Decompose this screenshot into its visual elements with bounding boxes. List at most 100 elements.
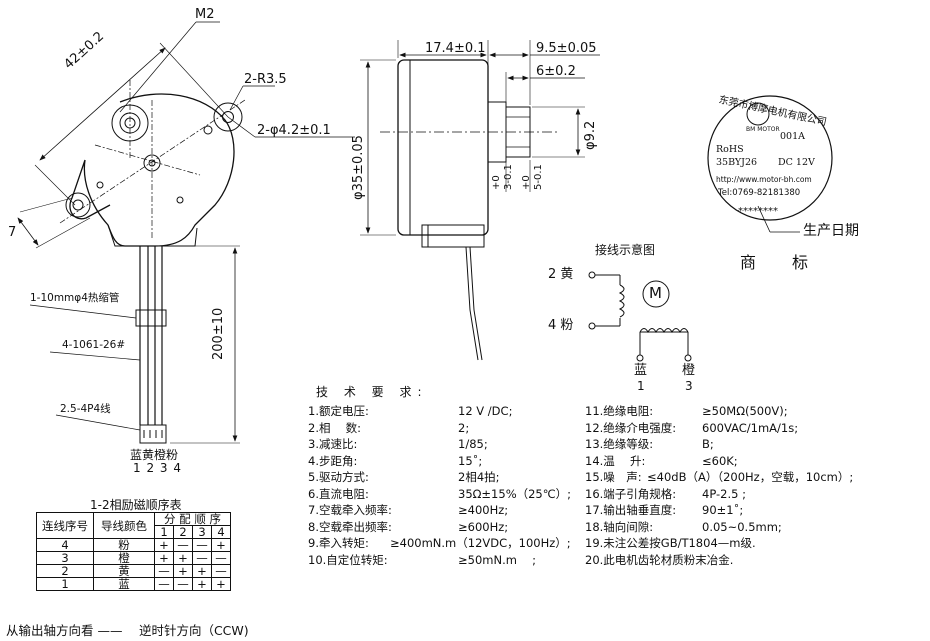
specs-title: 技 术 要 求: <box>316 385 428 399</box>
cell-state: — <box>173 538 193 552</box>
dim-174-label: 17.4±0.1 <box>425 41 486 56</box>
header-col: 2 <box>173 525 193 539</box>
spec-value: B; <box>702 437 714 451</box>
production-date-label: 生产日期 <box>803 223 859 239</box>
wiring-blue: 蓝 <box>634 363 648 378</box>
stamp-tel: Tel:0769-82181380 <box>718 188 801 198</box>
spec-label: 4.步距角: <box>308 453 358 468</box>
header-col: 3 <box>192 525 212 539</box>
spec-value: 15˚; <box>458 453 483 468</box>
spec-row: 12.绝缘介电强度: 600VAC/1mA/1s; <box>585 420 853 437</box>
specs-left: 1.额定电压: 12 V /DC; 2.相 数:2; 3.减速比: 1/85; 4.… <box>308 403 571 568</box>
cell-state: + <box>154 538 174 552</box>
heatshrink-label: 1-10mmφ4热缩管 <box>30 292 120 304</box>
spec-row: 13.绝缘等级:B; <box>585 436 853 453</box>
stamp-url: http://www.motor-bh.com <box>716 175 812 184</box>
wiring-yellow: 2 黄 <box>548 267 574 282</box>
cell-state: — <box>154 564 174 578</box>
dim-200-label: 200±10 <box>211 307 226 360</box>
lead-colors-label: 蓝黄橙粉 <box>130 448 179 462</box>
trademark-label: 商 标 <box>740 253 819 272</box>
trademark-stamp <box>707 95 833 233</box>
dim-6-label: 6±0.2 <box>536 64 576 79</box>
spec-label: 5.驱动方式: <box>308 470 369 484</box>
spec-value: ≥400mN.m（12VDC，100Hz）; <box>390 536 571 550</box>
cell-state: — <box>211 551 231 565</box>
spec-value: 4P-2.5 ; <box>702 486 746 501</box>
wiring-blue-num: 1 <box>637 379 645 393</box>
rotation-direction-note: 从输出轴方向看 —— 逆时针方向（CCW) <box>6 623 249 638</box>
spec-value: 2相4拍; <box>458 470 500 484</box>
spec-label: 11.绝缘电阻: <box>585 404 654 418</box>
spec-label: 18.轴向间隙: <box>585 519 654 534</box>
spec-row: 8.空载牵出频率:≥600Hz; <box>308 519 571 536</box>
spec-label: 20.此电机齿轮材质粉末冶金. <box>585 552 734 567</box>
stamp-serial: ******** <box>738 206 778 217</box>
dim-hole-label: 2-φ4.2±0.1 <box>257 123 331 138</box>
spec-label: 12.绝缘介电强度: <box>585 420 677 435</box>
spec-row: 18.轴向间隙: 0.05~0.5mm; <box>585 519 853 536</box>
spec-value: 2; <box>458 420 470 435</box>
spec-value: 0.05~0.5mm; <box>702 519 782 534</box>
spec-label: 17.输出轴垂直度: <box>585 503 677 517</box>
cell-seq: 2 <box>36 564 94 578</box>
spec-row: 20.此电机齿轮材质粉末冶金. <box>585 552 853 569</box>
spec-value: ≥400Hz; <box>458 503 509 517</box>
stamp-logo-sub: BM MOTOR <box>746 126 780 133</box>
cell-color: 粉 <box>93 538 155 552</box>
spec-row: 10.自定位转矩:≥50mN.m ; <box>308 552 571 569</box>
dim-92-label: φ9.2 <box>583 120 598 150</box>
header-col: 1 <box>154 525 174 539</box>
dim-m2-label: M2 <box>195 7 215 22</box>
spec-row: 15.噪 声:≤40dB（A）（200Hz，空载，10cm）; <box>585 469 853 486</box>
table-header-row: 1 2 3 4 <box>37 525 231 539</box>
cell-state: + <box>192 564 212 578</box>
dim-5-label: 5-0.1 <box>533 164 544 190</box>
spec-value: 1/85; <box>458 437 488 451</box>
header-order: 分 配 顺 序 <box>154 512 231 526</box>
side-view <box>360 40 600 361</box>
motor-symbol: M <box>649 284 662 302</box>
spec-label: 19.未注公差按GB/T1804—m级. <box>585 536 756 550</box>
spec-label: 1.额定电压: <box>308 404 369 418</box>
stamp-rohs: RoHS <box>716 144 744 155</box>
spec-row: 17.输出轴垂直度: 90±1˚; <box>585 502 853 519</box>
cell-color: 橙 <box>93 551 155 565</box>
table-header-row: 连线序号 导线颜色 分 配 顺 序 <box>36 512 231 539</box>
cell-color: 蓝 <box>93 577 155 591</box>
cell-state: — <box>173 577 193 591</box>
spec-label: 9.牵入转矩: <box>308 536 369 550</box>
spec-label: 16.端子引角规格: <box>585 486 677 501</box>
spec-row: 6.直流电阻: 35Ω±15%（25℃）; <box>308 486 571 503</box>
header-color: 导线颜色 <box>93 512 155 539</box>
stamp-model: 35BYJ26 <box>716 157 758 168</box>
spec-label: 6.直流电阻: <box>308 486 369 501</box>
wiring-pink: 4 粉 <box>548 318 574 333</box>
cell-state: + <box>211 538 231 552</box>
spec-row: 4.步距角: 15˚; <box>308 453 571 470</box>
spec-value: 90±1˚; <box>702 503 744 517</box>
cell-seq: 1 <box>36 577 94 591</box>
spec-row: 7.空载牵入频率:≥400Hz; <box>308 502 571 519</box>
spec-label: 3.减速比: <box>308 437 358 451</box>
wiring-diagram <box>588 271 692 362</box>
terminal-label: 4-1061-26# <box>62 339 126 351</box>
spec-value: 35Ω±15%（25℃）; <box>458 486 572 501</box>
spec-row: 16.端子引角规格: 4P-2.5 ; <box>585 486 853 503</box>
spec-label: 8.空载牵出频率: <box>308 519 392 534</box>
spec-value: 600VAC/1mA/1s; <box>702 420 799 435</box>
spec-value: 12 V /DC; <box>458 404 513 418</box>
dim-35-label: φ35±0.05 <box>351 135 366 200</box>
spec-row: 2.相 数:2; <box>308 420 571 437</box>
wire-label: 2.5-4P4线 <box>60 403 111 415</box>
wiring-orange: 橙 <box>682 363 696 378</box>
spec-row: 5.驱动方式: 2相4拍; <box>308 469 571 486</box>
dim-3-label: 3-0.1 <box>503 164 514 190</box>
wiring-title: 接线示意图 <box>595 243 656 257</box>
spec-value: ≤40dB（A）（200Hz，空载，10cm）; <box>647 470 854 484</box>
cell-state: + <box>154 551 174 565</box>
